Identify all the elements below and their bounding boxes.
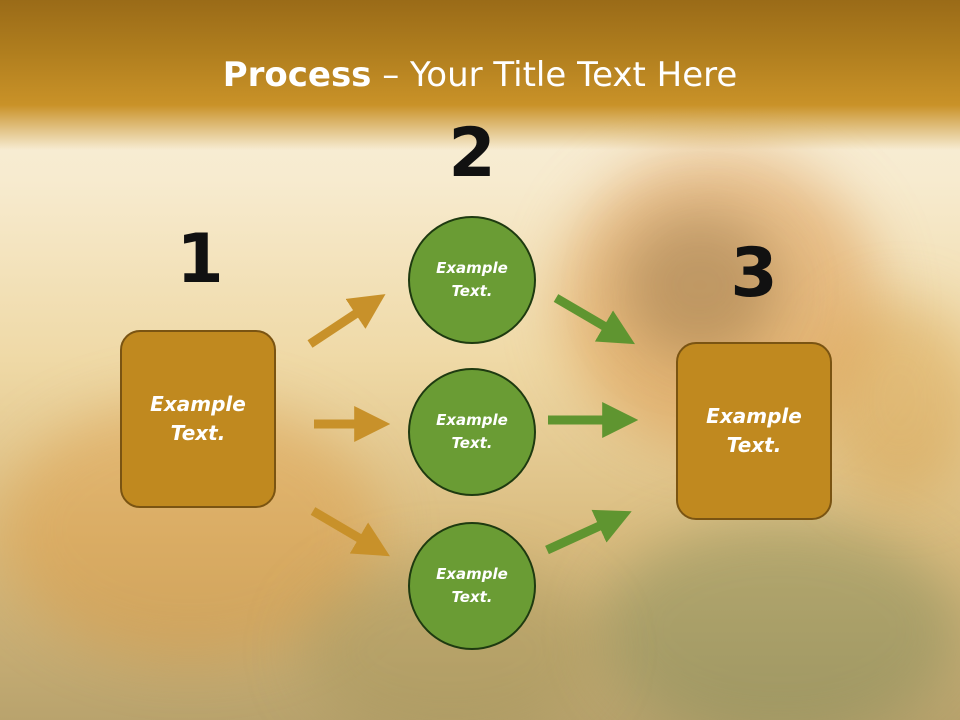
circle-top-line2: Text.	[451, 282, 493, 300]
right-box-line2: Text.	[726, 433, 782, 457]
right-box-line1: Example	[706, 404, 802, 428]
left-box-line1: Example	[150, 392, 246, 416]
sunflower-bg-4	[820, 300, 960, 500]
circle-bottom-line2: Text.	[451, 588, 493, 606]
step-number-1: 1	[176, 220, 224, 299]
left-box[interactable]: Example Text.	[120, 330, 276, 508]
arrow-from-circle-bottom	[545, 509, 632, 555]
circle-top-line1: Example	[436, 259, 508, 277]
arrow-to-circle-top	[307, 294, 386, 348]
title-bold: Process	[222, 55, 372, 95]
sunflower-bg-2	[620, 210, 780, 360]
circle-bottom-line1: Example	[436, 565, 508, 583]
circle-middle-line1: Example	[436, 411, 508, 429]
slide-title[interactable]: Process – Your Title Text Here	[0, 52, 960, 98]
title-bar	[0, 0, 960, 150]
right-box[interactable]: Example Text.	[676, 342, 832, 520]
arrow-from-circle-top	[553, 294, 635, 345]
step-number-3: 3	[730, 234, 778, 313]
circle-top[interactable]: Example Text.	[408, 216, 536, 344]
circle-middle[interactable]: Example Text.	[408, 368, 536, 496]
title-rest: – Your Title Text Here	[371, 55, 738, 95]
arrow-to-circle-bottom	[310, 507, 390, 557]
circle-bottom[interactable]: Example Text.	[408, 522, 536, 650]
left-box-line2: Text.	[170, 421, 226, 445]
step-number-2: 2	[448, 114, 496, 193]
leaves-bg-1	[600, 520, 960, 720]
circle-middle-line2: Text.	[451, 434, 493, 452]
